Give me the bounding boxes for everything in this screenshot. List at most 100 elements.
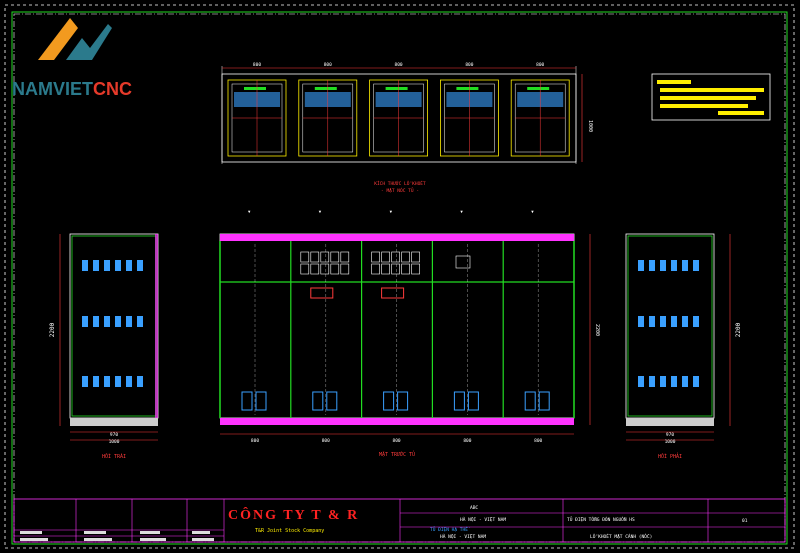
vent-slot (693, 316, 699, 327)
vent-slot (137, 316, 143, 327)
section-marker: ▼ (460, 209, 463, 214)
top-width-dim: 800 (324, 62, 332, 68)
section-handle (524, 391, 536, 411)
front-width-dim: 800 (251, 438, 259, 444)
main-breaker (310, 287, 334, 299)
top-cell-mark (456, 87, 479, 90)
top-width-dim: 800 (395, 62, 403, 68)
section-handle (241, 391, 253, 411)
section-marker: ▼ (248, 209, 251, 214)
logo-mark-right (66, 24, 112, 60)
vent-slot (682, 260, 688, 271)
section-marker: ▼ (531, 209, 534, 214)
sheet-number: 01 (742, 518, 748, 524)
front-height-dim: 2200 (594, 324, 600, 336)
vent-slot (104, 316, 110, 327)
vent-slot (671, 376, 677, 387)
drawing-line: TỦ ĐIỆN HẠ THẾ (430, 525, 471, 533)
top-cell-mark (385, 87, 408, 90)
section-handle (255, 391, 267, 411)
vent-slot (660, 260, 666, 271)
front-width-dim: 800 (534, 438, 542, 444)
vent-slot (671, 260, 677, 271)
vent-slot (682, 316, 688, 327)
company-name: CÔNG TY T & R (228, 506, 359, 523)
top-width-dim: 800 (465, 62, 473, 68)
breaker-slot (411, 263, 420, 275)
vent-slot (93, 376, 99, 387)
top-cell-mark (244, 87, 266, 90)
vent-slot (126, 260, 132, 271)
top-cell-mark (314, 87, 337, 90)
breaker-slot (330, 251, 340, 263)
breaker-slot (401, 263, 410, 275)
right-side-view: 2200 970 1000 HỒI PHẢI (625, 233, 742, 460)
vent-slot (660, 376, 666, 387)
vent-slot (93, 316, 99, 327)
vent-slot (104, 376, 110, 387)
section-marker: ▼ (390, 209, 393, 214)
title-block: CÔNG TY T & R T&R Joint Stock Company AB… (13, 498, 786, 543)
left-width-dim-1: 970 (110, 432, 118, 438)
vent-slot (126, 316, 132, 327)
logo-brand-b: CNC (93, 79, 132, 99)
vent-slot (638, 316, 644, 327)
breaker-slot (320, 263, 330, 275)
address-1: HÀ NỘI - VIỆT NAM (460, 515, 506, 523)
title-2: LỖ KHOÉT MẶT CÁNH (NỐC) (590, 532, 652, 540)
breaker-slot (310, 251, 320, 263)
vent-slot (682, 376, 688, 387)
top-width-dim: 800 (253, 62, 261, 68)
vent-slot (649, 376, 655, 387)
breaker-slot (381, 263, 390, 275)
vent-slot (649, 260, 655, 271)
right-width-dim-1: 970 (666, 432, 674, 438)
vent-slot (115, 316, 121, 327)
breaker-slot (320, 251, 330, 263)
breaker-slot (300, 251, 310, 263)
top-depth-dim: 1000 (587, 120, 593, 132)
breaker-slot (310, 263, 320, 275)
vent-slot (82, 376, 88, 387)
left-side-view: 2200 970 1000 HỒI TRÁI (49, 233, 159, 460)
vent-slot (671, 316, 677, 327)
breaker-slot (391, 251, 400, 263)
section-handle (312, 391, 324, 411)
vent-slot (693, 260, 699, 271)
logo-brand-a: NAMVIET (12, 79, 93, 99)
breaker-slot (371, 263, 380, 275)
front-width-dim: 800 (393, 438, 401, 444)
top-caption-1: KÍCH THƯỚC LỖ KHOÉT (374, 179, 426, 187)
section-handle (467, 391, 479, 411)
vent-slot (115, 260, 121, 271)
front-view-label: MẶT TRƯỚC TỦ (379, 450, 415, 458)
left-view-label: HỒI TRÁI (102, 453, 126, 460)
notes-block (651, 73, 771, 121)
top-cell-mark (527, 87, 550, 90)
vent-slot (82, 316, 88, 327)
vent-slot (137, 376, 143, 387)
logo-mark-left (38, 18, 78, 60)
breaker-slot (330, 263, 340, 275)
vent-slot (93, 260, 99, 271)
vent-slot (115, 376, 121, 387)
main-breaker (381, 287, 405, 299)
breaker-slot (391, 263, 400, 275)
address-2: HÀ NỘI - VIỆT NAM (440, 532, 486, 540)
section-marker: ▼ (319, 209, 322, 214)
vent-slot (693, 376, 699, 387)
meter-box (455, 255, 471, 269)
top-caption-2: - MẶT NÓC TỦ - (381, 186, 419, 194)
company-sub: T&R Joint Stock Company (255, 528, 324, 534)
right-view-label: HỒI PHẢI (658, 452, 682, 460)
section-handle (397, 391, 409, 411)
section-handle (538, 391, 550, 411)
company-logo: NAMVIETCNC (12, 18, 132, 99)
breaker-slot (340, 263, 350, 275)
vent-slot (649, 316, 655, 327)
front-view: 2200 800▼800▼800▼800▼800▼ MẶT TRƯỚC TỦ (219, 209, 600, 458)
breaker-slot (340, 251, 350, 263)
breaker-slot (401, 251, 410, 263)
